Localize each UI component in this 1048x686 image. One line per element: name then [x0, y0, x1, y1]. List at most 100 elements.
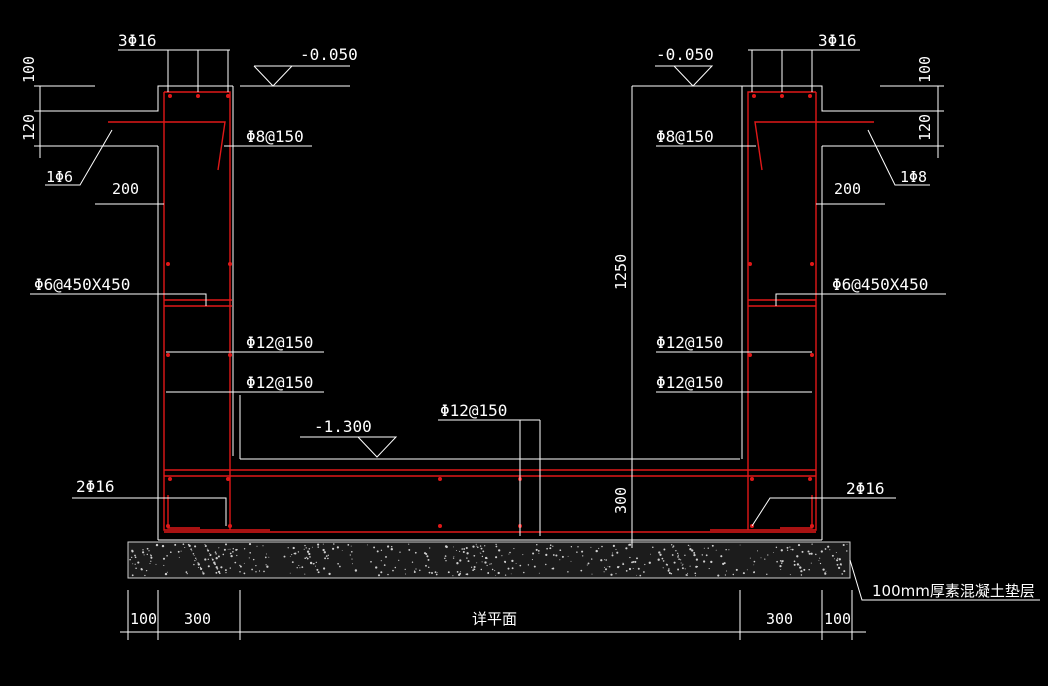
cushion-speckle — [498, 549, 501, 552]
cushion-speckle — [170, 551, 172, 553]
cushion-speckle — [720, 555, 723, 558]
top-bars-left: 3Φ16 — [118, 31, 157, 50]
cushion-speckle — [186, 573, 188, 575]
cushion-speckle — [523, 571, 525, 574]
rebar-point — [748, 353, 752, 357]
cushion-speckle — [701, 554, 704, 556]
cushion-speckle — [182, 543, 185, 546]
cushion-speckle — [467, 560, 470, 563]
cushion-speckle — [494, 570, 496, 572]
cushion-speckle — [824, 572, 826, 574]
concrete-cushion — [127, 541, 851, 579]
cushion-speckle — [489, 563, 491, 565]
cushion-speckle — [224, 569, 227, 572]
cushion-speckle — [258, 570, 261, 572]
cushion-speckle — [227, 548, 229, 550]
cushion-speckle — [678, 558, 680, 561]
cushion-speckle — [504, 574, 507, 576]
cushion-speckle — [143, 554, 145, 556]
cushion-speckle — [392, 569, 394, 572]
cushion-speckle — [480, 552, 482, 554]
rebar-point — [780, 94, 784, 98]
cushion-speckle — [780, 562, 783, 564]
cushion-speckle — [546, 547, 548, 550]
cushion-speckle — [522, 554, 524, 556]
cushion-speckle — [764, 558, 766, 560]
cushion-speckle — [818, 560, 820, 561]
cushion-speckle — [184, 546, 186, 549]
cushion-speckle — [415, 568, 417, 570]
cushion-speckle — [293, 552, 296, 555]
cushion-speckle — [408, 543, 410, 545]
dim-bottom-slab: 300 — [612, 487, 630, 514]
cushion-speckle — [800, 574, 803, 576]
rebar-point — [810, 524, 814, 528]
cushion-speckle — [142, 551, 145, 554]
cushion-speckle — [215, 553, 217, 555]
cushion-speckle — [632, 568, 634, 569]
cushion-speckle — [538, 572, 540, 574]
cushion-speckle — [485, 557, 488, 560]
cushion-speckle — [265, 564, 267, 566]
rebar-point — [166, 262, 170, 266]
cushion-speckle — [552, 545, 554, 547]
cushion-speckle — [822, 568, 825, 571]
cushion-speckle — [311, 546, 313, 548]
rebar-point — [166, 524, 170, 528]
cushion-speckle — [425, 564, 427, 567]
cushion-speckle — [673, 561, 676, 564]
cushion-speckle — [616, 551, 619, 554]
cushion-speckle — [317, 546, 319, 548]
cushion-speckle — [551, 568, 553, 570]
cushion-speckle — [218, 547, 220, 549]
cushion-speckle — [824, 572, 827, 575]
cushion-speckle — [337, 562, 339, 565]
cushion-speckle — [323, 567, 326, 570]
cushion-speckle — [545, 553, 548, 556]
cushion-speckle — [262, 545, 264, 547]
cushion-speckle — [671, 544, 673, 546]
rebar-tie-left: Φ6@450X450 — [34, 275, 130, 294]
cushion-speckle — [668, 568, 670, 570]
cushion-speckle — [162, 557, 166, 560]
cushion-speckle — [461, 548, 463, 550]
rebar-point — [808, 94, 812, 98]
dim-slab-depth-left: 120 — [20, 114, 38, 141]
cushion-speckle — [545, 563, 547, 566]
cushion-speckle — [680, 562, 682, 564]
rebar-wall-right-2: Φ12@150 — [656, 373, 723, 392]
cushion-speckle — [837, 566, 841, 570]
rebar-corner-left: 2Φ16 — [76, 477, 115, 496]
cushion-speckle — [781, 560, 784, 563]
cushion-speckle — [299, 567, 301, 569]
cushion-speckle — [672, 545, 675, 547]
cushion-speckle — [426, 555, 429, 558]
cushion-speckle — [142, 549, 144, 551]
cushion-speckle — [191, 550, 193, 552]
rebar-point — [228, 262, 232, 266]
dim-wall-right: 300 — [766, 610, 793, 628]
cushion-note: 100mm厚素混凝土垫层 — [872, 582, 1035, 600]
cushion-speckle — [452, 546, 454, 548]
cushion-speckle — [695, 565, 698, 568]
cushion-speckle — [350, 550, 353, 553]
cushion-speckle — [604, 559, 605, 561]
cushion-speckle — [308, 548, 311, 550]
cushion-speckle — [511, 567, 514, 570]
cushion-speckle — [297, 551, 300, 553]
cushion-speckle — [336, 546, 340, 549]
cushion-speckle — [197, 562, 199, 564]
cushion-speckle — [479, 545, 482, 547]
cushion-speckle — [405, 573, 407, 575]
cushion-speckle — [351, 558, 353, 560]
cushion-speckle — [561, 555, 564, 558]
elevation-top-right: -0.050 — [656, 45, 714, 64]
cushion-speckle — [292, 546, 295, 550]
rebar-point — [226, 94, 230, 98]
cushion-speckle — [486, 564, 488, 567]
dimension-lines — [30, 49, 1040, 640]
cushion-speckle — [199, 566, 202, 569]
cushion-speckle — [495, 575, 497, 577]
dim-slab-depth-right: 120 — [916, 114, 934, 141]
cushion-speckle — [833, 558, 835, 560]
